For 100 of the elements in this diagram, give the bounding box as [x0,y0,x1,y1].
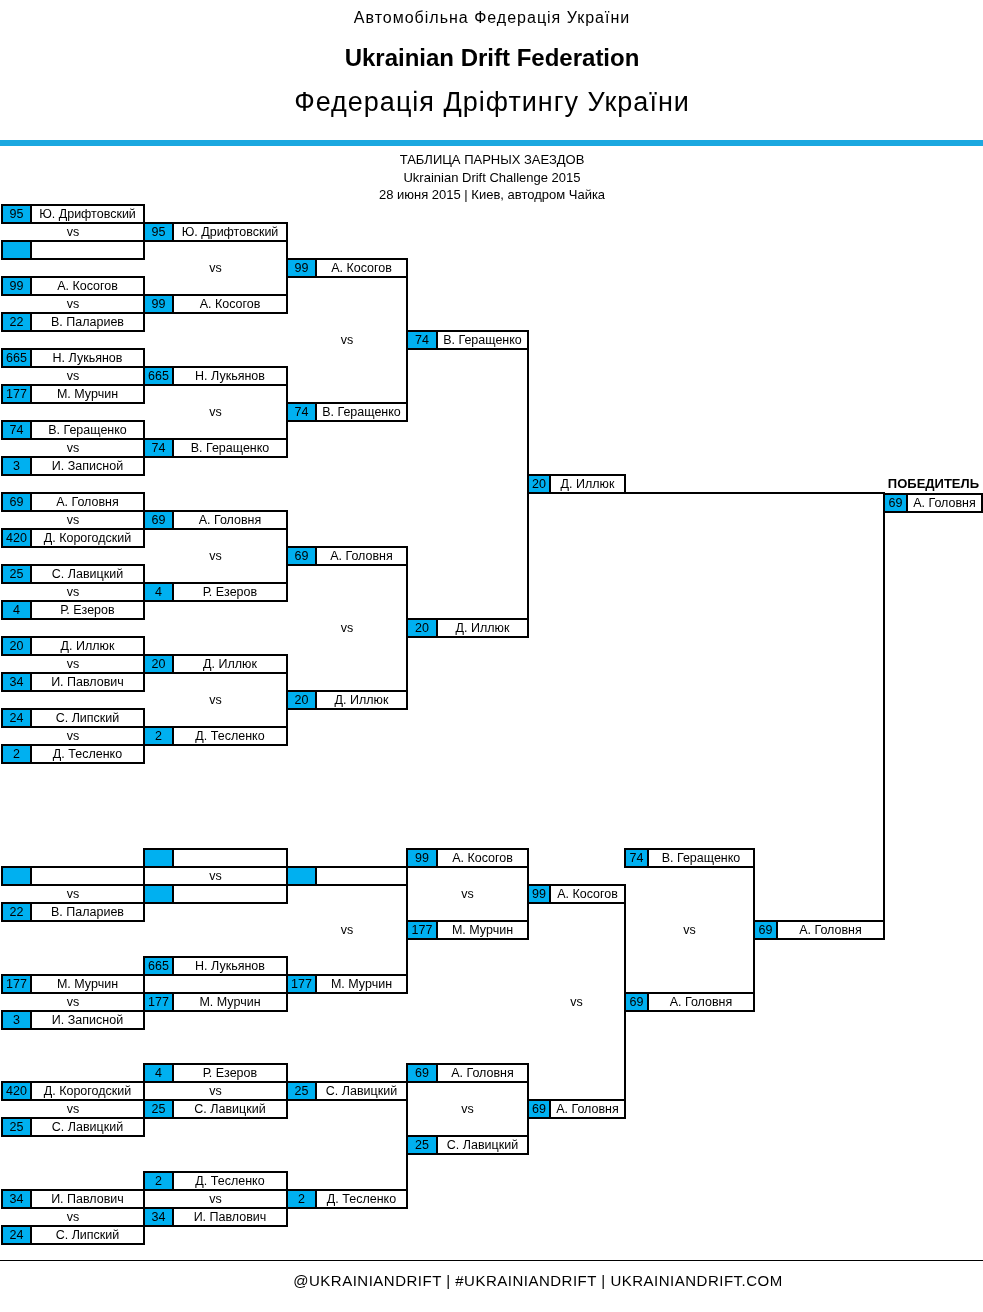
driver-name: М. Мурчин [329,976,394,992]
driver-slot [143,1207,288,1227]
driver-name: А. Косогов [451,850,514,866]
driver-slot [1,1117,145,1137]
versus-label: vs [209,404,222,420]
event-name: Ukrainian Drift Challenge 2015 [403,170,581,186]
bracket-line [286,384,288,413]
driver-slot [143,294,288,314]
driver-name: А. Головня [55,494,120,510]
driver-slot [143,582,288,602]
federation-name: Автомобільна Федерація України [353,8,631,28]
driver-slot [143,222,288,242]
driver-name: И. Павлович [50,674,125,690]
seed-number: 69 [755,922,778,938]
seed-number: 25 [408,1137,438,1153]
driver-slot [1,1225,145,1245]
seed-number: 20 [145,656,174,672]
driver-name: Ю. Дрифтовский [38,206,137,222]
versus-label: vs [570,994,583,1010]
driver-slot [143,956,288,976]
versus-label: vs [66,728,80,744]
empty-slot [143,884,288,904]
bracket-line [624,902,626,1003]
seed-number: 20 [408,620,438,636]
driver-name: А. Головня [450,1065,515,1081]
seed-number: 25 [3,1119,32,1135]
versus-label: vs [66,656,80,672]
seed-number: 69 [288,548,317,564]
seed-number: 69 [145,512,174,528]
seed-number: 74 [626,850,649,866]
seed-number: 665 [145,368,174,384]
seed-number: 20 [3,638,32,654]
seed-number: 2 [145,1173,174,1189]
driver-slot [527,474,626,494]
bracket-line [406,884,408,931]
driver-slot [286,258,408,278]
versus-label: vs [66,224,80,240]
bracket-line [286,672,288,701]
driver-slot [286,974,408,994]
bracket-line [527,348,529,485]
driver-name: Д. Иллюк [559,476,616,492]
driver-slot [286,402,408,422]
seed-number: 99 [408,850,438,866]
driver-slot [406,618,529,638]
driver-slot [1,1010,145,1030]
seed-number: 420 [3,1083,32,1099]
seed-number: 22 [3,904,32,920]
driver-slot [753,920,885,940]
driver-slot [1,276,145,296]
seed-number: 99 [3,278,32,294]
driver-name: С. Лавицкий [193,1101,267,1117]
seed-number: 25 [3,566,32,582]
seed-number: 4 [145,584,174,600]
seed-number: 4 [145,1065,174,1081]
bracket-line [286,528,288,557]
driver-name: Д. Тесленко [51,746,124,762]
versus-label: vs [66,994,80,1010]
seed-number: 2 [145,728,174,744]
seed-number: 25 [145,1101,174,1117]
driver-slot [1,564,145,584]
contact-line: @UKRAINIANDRIFT | #UKRAINIANDRIFT | UKRAINIANDRIFT.COM [293,1271,783,1291]
seed-number: 420 [3,530,32,546]
driver-name: А. Косогов [556,886,619,902]
seed-number: 69 [408,1065,438,1081]
versus-label: vs [66,440,80,456]
seed-number: 665 [3,350,32,366]
bracket-title: ТАБЛИЦА ПАРНЫХ ЗАЕЗДОВ [399,152,585,168]
driver-name: И. Записной [50,458,125,474]
driver-slot [1,204,145,224]
seed-number: 34 [145,1209,174,1225]
driver-name: Ю. Дрифтовский [180,224,280,240]
driver-name: Д. Тесленко [194,1173,266,1189]
driver-name: Д. Корогодский [42,530,133,546]
versus-label: vs [66,584,80,600]
versus-label: vs [209,868,222,884]
seed-number: 177 [3,976,32,992]
driver-slot [1,492,145,512]
winner-heading: ПОБЕДИТЕЛЬ [887,475,980,493]
versus-label: vs [66,1101,80,1117]
seed-number: 4 [3,602,32,618]
driver-slot [1,528,145,548]
seed-number: 20 [529,476,551,492]
seed-number: 177 [3,386,32,402]
driver-name: С. Липский [54,1227,121,1243]
driver-name: А. Косогов [198,296,262,312]
driver-slot [143,1099,288,1119]
seed-number: 74 [3,422,32,438]
driver-name: Р. Езеров [59,602,116,618]
driver-slot [1,384,145,404]
federation-name: Ukrainian Drift Federation [344,44,640,72]
seed-number: 665 [145,958,174,974]
driver-name: В. Геращенко [442,332,523,348]
seed-number: 99 [288,260,317,276]
driver-name: И. Павлович [192,1209,268,1225]
driver-slot [143,654,288,674]
seed-number: 177 [288,976,317,992]
driver-name: В. Геращенко [660,850,742,866]
bracket-line [286,699,288,728]
driver-slot [1,1189,145,1209]
bracket-line [527,893,529,922]
